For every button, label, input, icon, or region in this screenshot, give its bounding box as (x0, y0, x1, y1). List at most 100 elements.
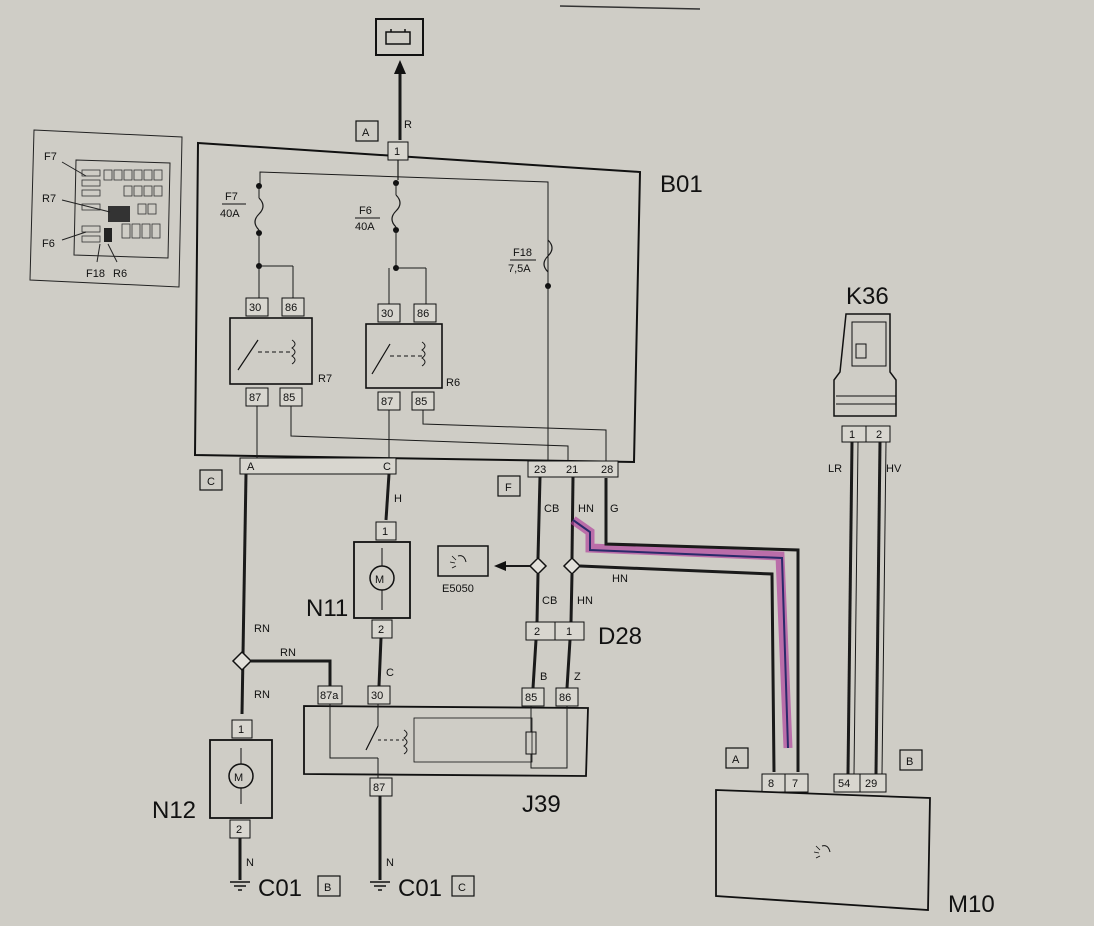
relay-r7-label: R7 (318, 373, 332, 385)
connector-f-pin-21: 21 (566, 464, 578, 476)
relay-r7-box (229, 317, 313, 385)
wire-label-h: H (394, 493, 402, 505)
fuse-f6-label: F6 (359, 205, 372, 217)
d28-pin-2: 2 (534, 626, 540, 638)
j39-pin-87: 87 (373, 782, 385, 794)
k36-pin-1: 1 (849, 429, 855, 441)
wire-label-r: R (404, 119, 412, 131)
e5050-label: E5050 (442, 583, 474, 595)
wire-label-g: G (610, 503, 619, 515)
k36-pin-2: 2 (876, 429, 882, 441)
j39-pin-87a: 87a (320, 690, 339, 702)
relay-r6-box (365, 323, 443, 389)
k36-sensor (833, 313, 897, 443)
connector-tag-a-top (355, 120, 379, 142)
connector-c-strip (239, 457, 397, 475)
splice-cb (528, 556, 548, 576)
inset-f18-label: F18 (86, 268, 105, 280)
wire-label-hn2: HN (577, 595, 593, 607)
wire-label-n2: N (386, 857, 394, 869)
fuse-f18-label: F18 (513, 247, 532, 259)
inset-r7-label: R7 (42, 193, 56, 205)
m10-pin-8: 8 (768, 778, 774, 790)
inset-f7-label: F7 (44, 151, 57, 163)
wire-label-cb1: CB (544, 503, 559, 515)
wire-label-n1: N (246, 857, 254, 869)
connector-c-pin-c: C (383, 461, 391, 473)
r6-pin-86: 86 (417, 308, 429, 320)
fuse-f6-rating: 40A (355, 221, 375, 233)
j39-pin-30: 30 (371, 690, 383, 702)
wire-g (604, 478, 800, 772)
n11-label: N11 (306, 595, 348, 622)
wire-label-rn2: RN (280, 647, 296, 659)
n12-motor-box (209, 739, 273, 819)
n11-motor-box (353, 541, 411, 619)
r7-pin-85: 85 (283, 392, 295, 404)
n12-label: N12 (152, 797, 196, 824)
connector-f-pin-28: 28 (601, 464, 613, 476)
c01-b-connector: B (324, 882, 331, 894)
fuse-f7-rating: 40A (220, 208, 240, 220)
e5050-box (437, 545, 489, 577)
m10-pin-29: 29 (865, 778, 877, 790)
d28-label: D28 (598, 623, 642, 650)
c01-b-label: C01 (258, 875, 302, 902)
r7-pin-30: 30 (249, 302, 261, 314)
r7-pin-86: 86 (285, 302, 297, 314)
inset-f6-label: F6 (42, 238, 55, 250)
c01-c-connector: C (458, 882, 466, 894)
wire-label-z: Z (574, 671, 581, 683)
connector-f-pin-23: 23 (534, 464, 546, 476)
m10-label: M10 (948, 891, 995, 918)
arrow-up-icon (394, 60, 406, 74)
battery-icon (375, 18, 424, 56)
n11-pin-2: 2 (378, 624, 384, 636)
wire-label-hn1: HN (578, 503, 594, 515)
b01-pin-1: 1 (394, 146, 400, 158)
k36-label: K36 (846, 283, 889, 310)
n12-pin-2: 2 (236, 824, 242, 836)
fuse-f18-symbol (543, 239, 553, 273)
svg-text:M: M (234, 772, 243, 784)
d28-pin-1: 1 (566, 626, 572, 638)
inset-r6-label: R6 (113, 268, 127, 280)
c01-c-label: C01 (398, 875, 442, 902)
fuse-f6-symbol (391, 194, 401, 228)
wire-label-rn3: RN (254, 689, 270, 701)
b01-box (193, 141, 642, 464)
m10-box (715, 789, 931, 911)
connector-f-label: F (505, 482, 512, 494)
wire-label-cb2: CB (542, 595, 557, 607)
ground-icon (230, 881, 250, 891)
fuse-f7-symbol (254, 197, 264, 231)
splice-hn (562, 556, 582, 576)
m10-pin-54: 54 (838, 778, 850, 790)
wire-label-hv: HV (886, 463, 902, 475)
j39-label: J39 (522, 791, 561, 818)
j39-inner-box (413, 717, 533, 763)
connector-c-label: C (207, 476, 215, 488)
j39-box (303, 705, 589, 777)
connector-a-top-label: A (362, 127, 370, 139)
page-edge-line (559, 5, 701, 10)
b01-label: B01 (660, 171, 703, 198)
arrow-left-icon (494, 561, 506, 571)
relay-r6-label: R6 (446, 377, 460, 389)
n11-pin-1: 1 (382, 526, 388, 538)
wire-label-hn-branch: HN (612, 573, 628, 585)
headlamp-icon (449, 555, 467, 569)
fuse-f18-rating: 7,5A (508, 263, 531, 275)
r6-pin-30: 30 (381, 308, 393, 320)
j39-pin-86: 86 (559, 692, 571, 704)
ground-icon (370, 881, 390, 891)
m10-pin-7: 7 (792, 778, 798, 790)
svg-text:M: M (375, 574, 384, 586)
n12-pin-1: 1 (238, 724, 244, 736)
wire-label-rn1: RN (254, 623, 270, 635)
fusebox-inset (29, 129, 183, 288)
r6-pin-87: 87 (381, 396, 393, 408)
r6-pin-85: 85 (415, 396, 427, 408)
wire-label-lr: LR (828, 463, 842, 475)
